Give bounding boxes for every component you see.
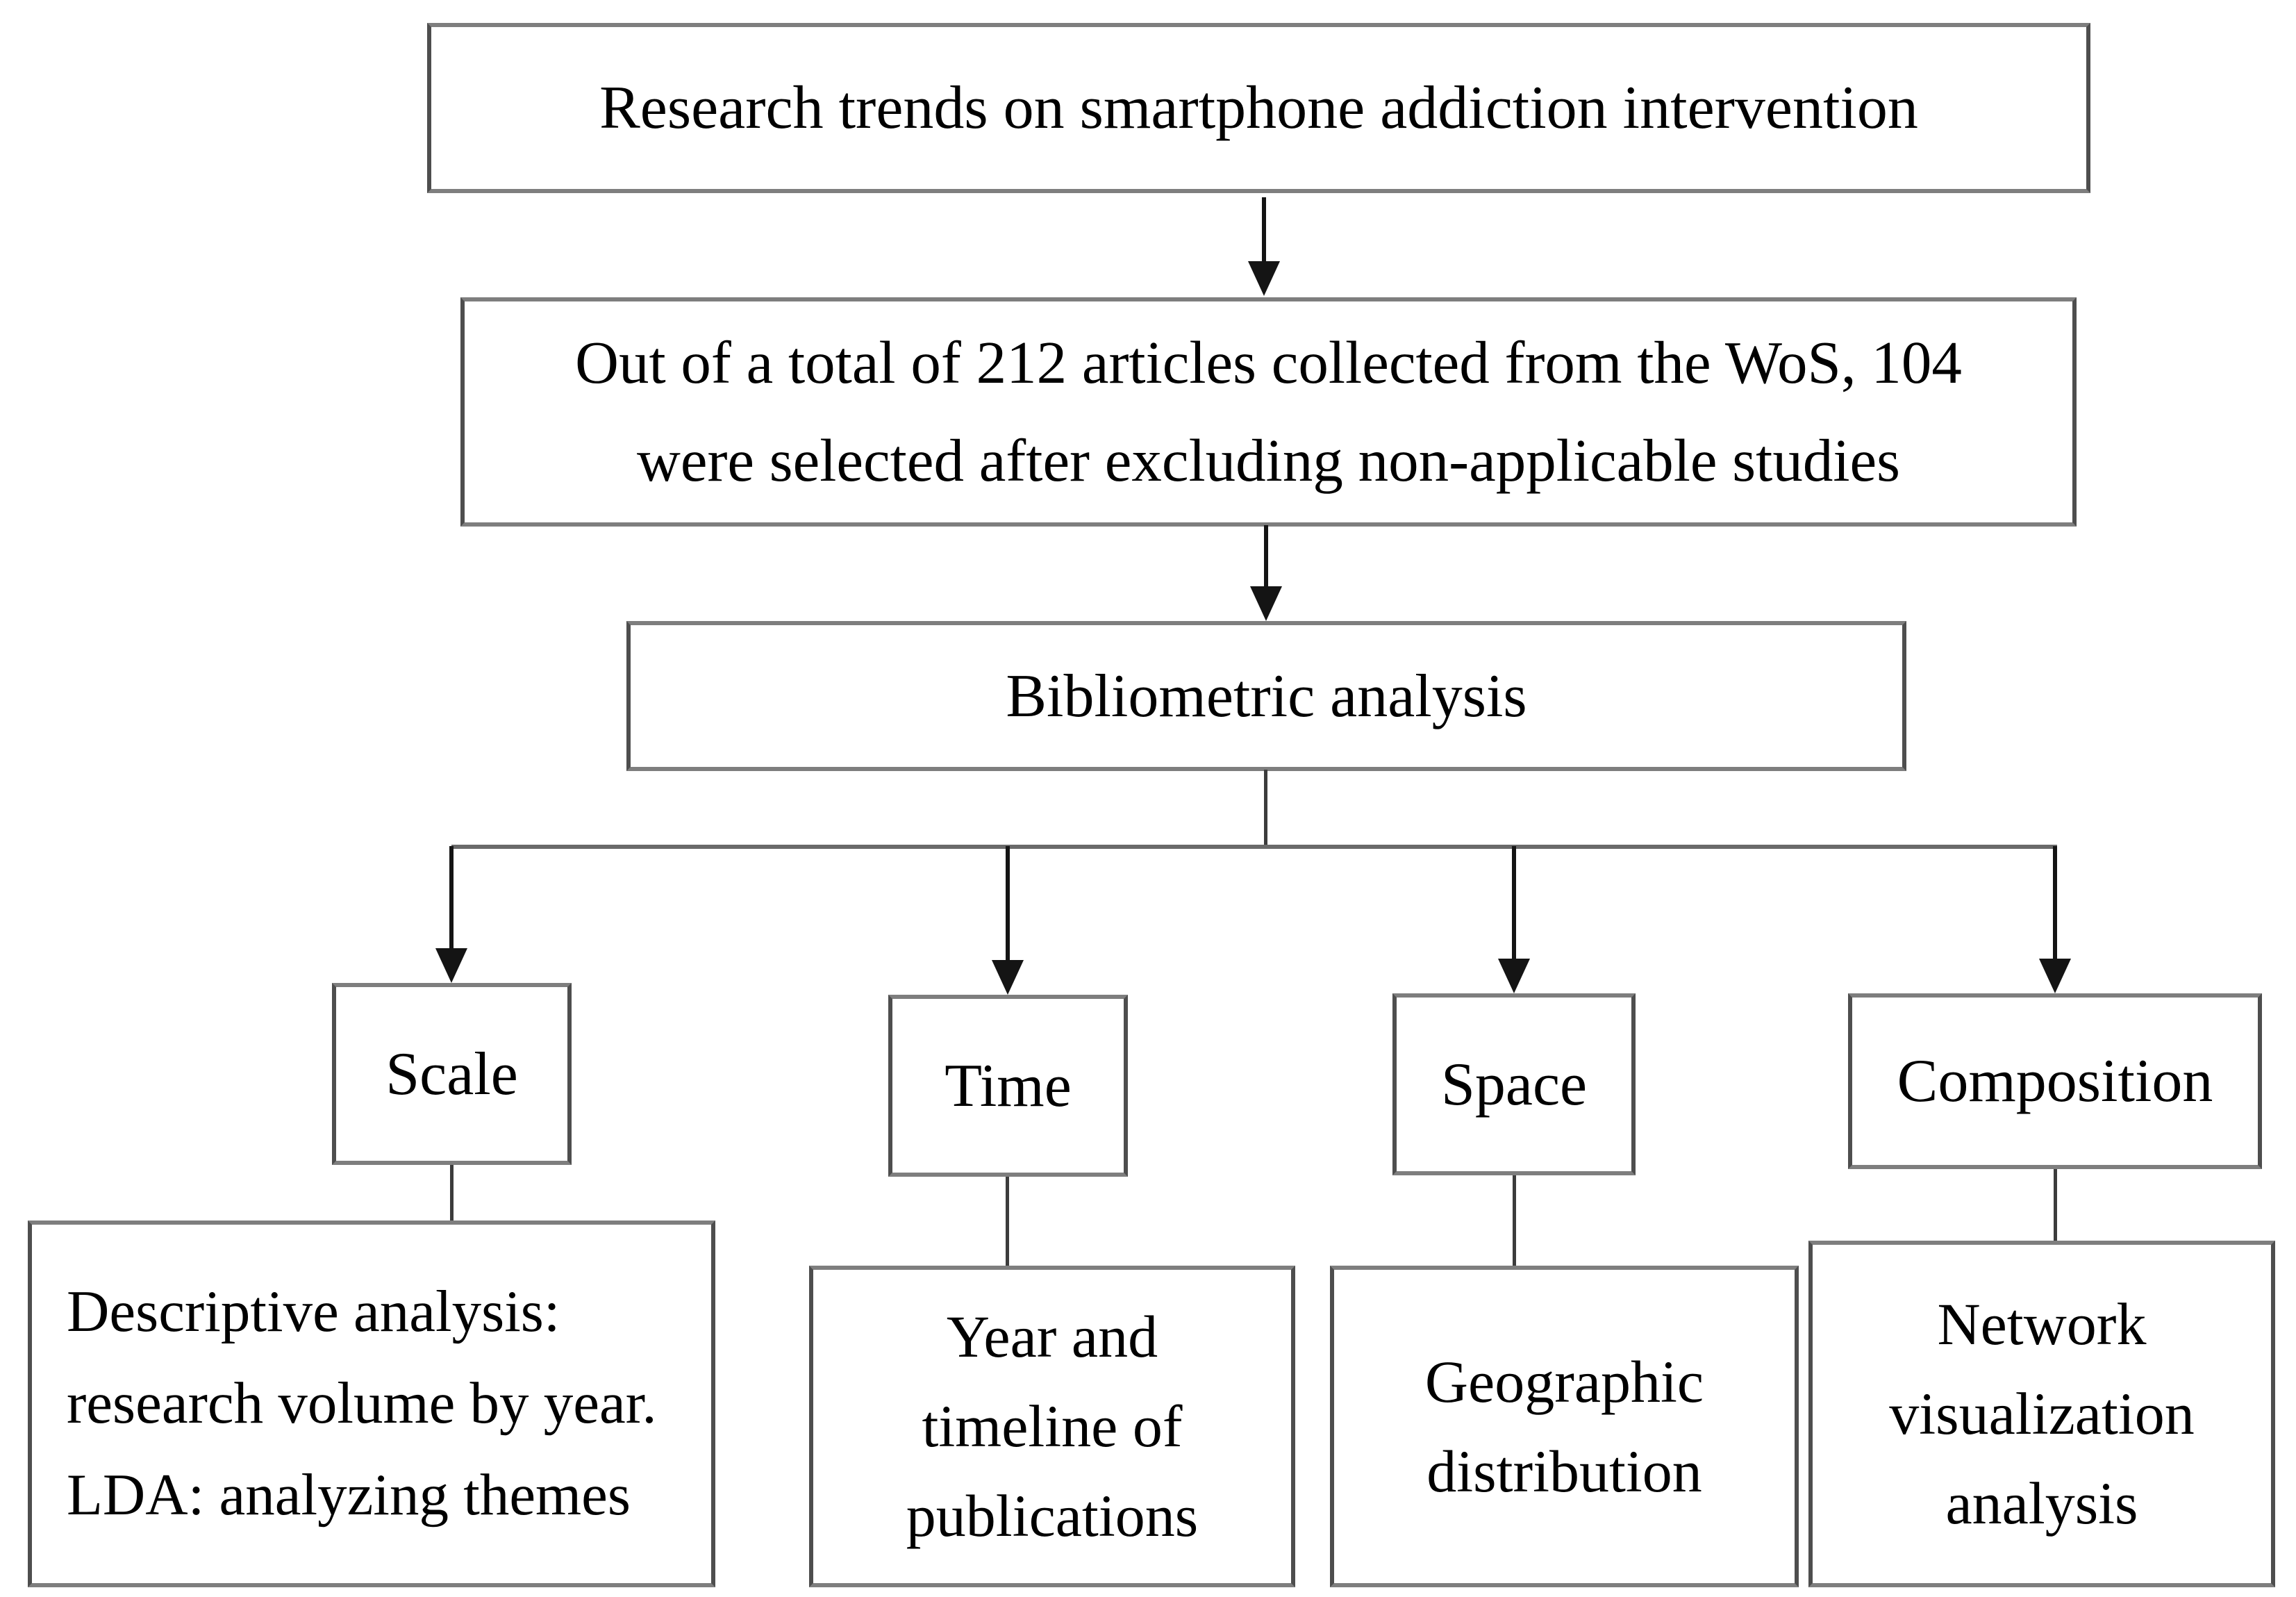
- arrow-to-space-head: [1498, 959, 1530, 993]
- flow-box-time-text: Time: [945, 1052, 1072, 1120]
- arrow-to-composition-head: [2039, 959, 2071, 993]
- connector-scale-to-descriptive: [450, 1165, 454, 1220]
- flow-box-year-line-1: Year and: [946, 1303, 1158, 1370]
- flow-box-space: Space: [1392, 993, 1636, 1175]
- connector-space-to-geographic: [1513, 1175, 1516, 1266]
- arrow-to-time-head: [992, 960, 1024, 995]
- arrow-articles-to-bibliometric-head: [1250, 586, 1282, 621]
- flow-box-research-trends-text: Research trends on smartphone addiction …: [599, 74, 1918, 142]
- flow-box-bibliometric-analysis: Bibliometric analysis: [626, 621, 1906, 771]
- connector-time-to-year: [1006, 1177, 1009, 1266]
- flow-box-scale: Scale: [332, 983, 572, 1165]
- flow-box-articles-line-1: Out of a total of 212 articles collected…: [575, 329, 1962, 397]
- flow-box-articles-line-2: were selected after excluding non-applic…: [637, 427, 1900, 494]
- arrow-to-scale-head: [435, 948, 467, 983]
- flow-box-composition-text: Composition: [1897, 1048, 2213, 1115]
- arrow-to-scale-shaft: [449, 846, 454, 948]
- flow-box-geographic-distribution: Geographic distribution: [1330, 1266, 1799, 1587]
- arrow-to-space-shaft: [1512, 846, 1516, 959]
- flow-box-descriptive-line-2: research volume by year.: [67, 1371, 657, 1437]
- flow-box-network-line-3: analysis: [1945, 1470, 2138, 1537]
- flow-box-descriptive-line-3: LDA: analyzing themes: [67, 1462, 631, 1528]
- arrow-to-time-shaft: [1006, 846, 1010, 960]
- connector-composition-to-network: [2054, 1169, 2057, 1241]
- flow-box-network-line-2: visualization: [1889, 1380, 2195, 1447]
- arrow-research-to-articles-shaft: [1262, 197, 1266, 261]
- flow-box-year-line-3: publications: [906, 1482, 1199, 1549]
- flow-box-geographic-line-1: Geographic: [1424, 1348, 1704, 1415]
- flow-box-scale-text: Scale: [385, 1040, 518, 1108]
- flow-box-descriptive-line-1: Descriptive analysis:: [67, 1279, 560, 1345]
- flow-box-research-trends: Research trends on smartphone addiction …: [427, 23, 2090, 193]
- connector-bibliometric-stem: [1264, 770, 1267, 847]
- flow-box-network-visualization: Network visualization analysis: [1808, 1241, 2275, 1587]
- arrow-to-composition-shaft: [2053, 846, 2057, 959]
- arrow-articles-to-bibliometric-shaft: [1264, 525, 1268, 586]
- flow-box-time: Time: [888, 995, 1128, 1177]
- arrow-research-to-articles-head: [1248, 261, 1280, 296]
- flow-box-articles-selected: Out of a total of 212 articles collected…: [460, 297, 2077, 527]
- flow-box-network-line-1: Network: [1937, 1291, 2147, 1357]
- flow-box-composition: Composition: [1848, 993, 2262, 1169]
- connector-distribution-line: [451, 845, 2057, 849]
- flow-box-descriptive-analysis: Descriptive analysis: research volume by…: [28, 1220, 715, 1587]
- flow-box-bibliometric-analysis-text: Bibliometric analysis: [1006, 662, 1527, 730]
- flow-box-year-line-2: timeline of: [922, 1393, 1183, 1459]
- flow-box-year-timeline: Year and timeline of publications: [809, 1266, 1295, 1587]
- flow-box-geographic-line-2: distribution: [1426, 1437, 1702, 1505]
- flow-box-space-text: Space: [1440, 1050, 1588, 1118]
